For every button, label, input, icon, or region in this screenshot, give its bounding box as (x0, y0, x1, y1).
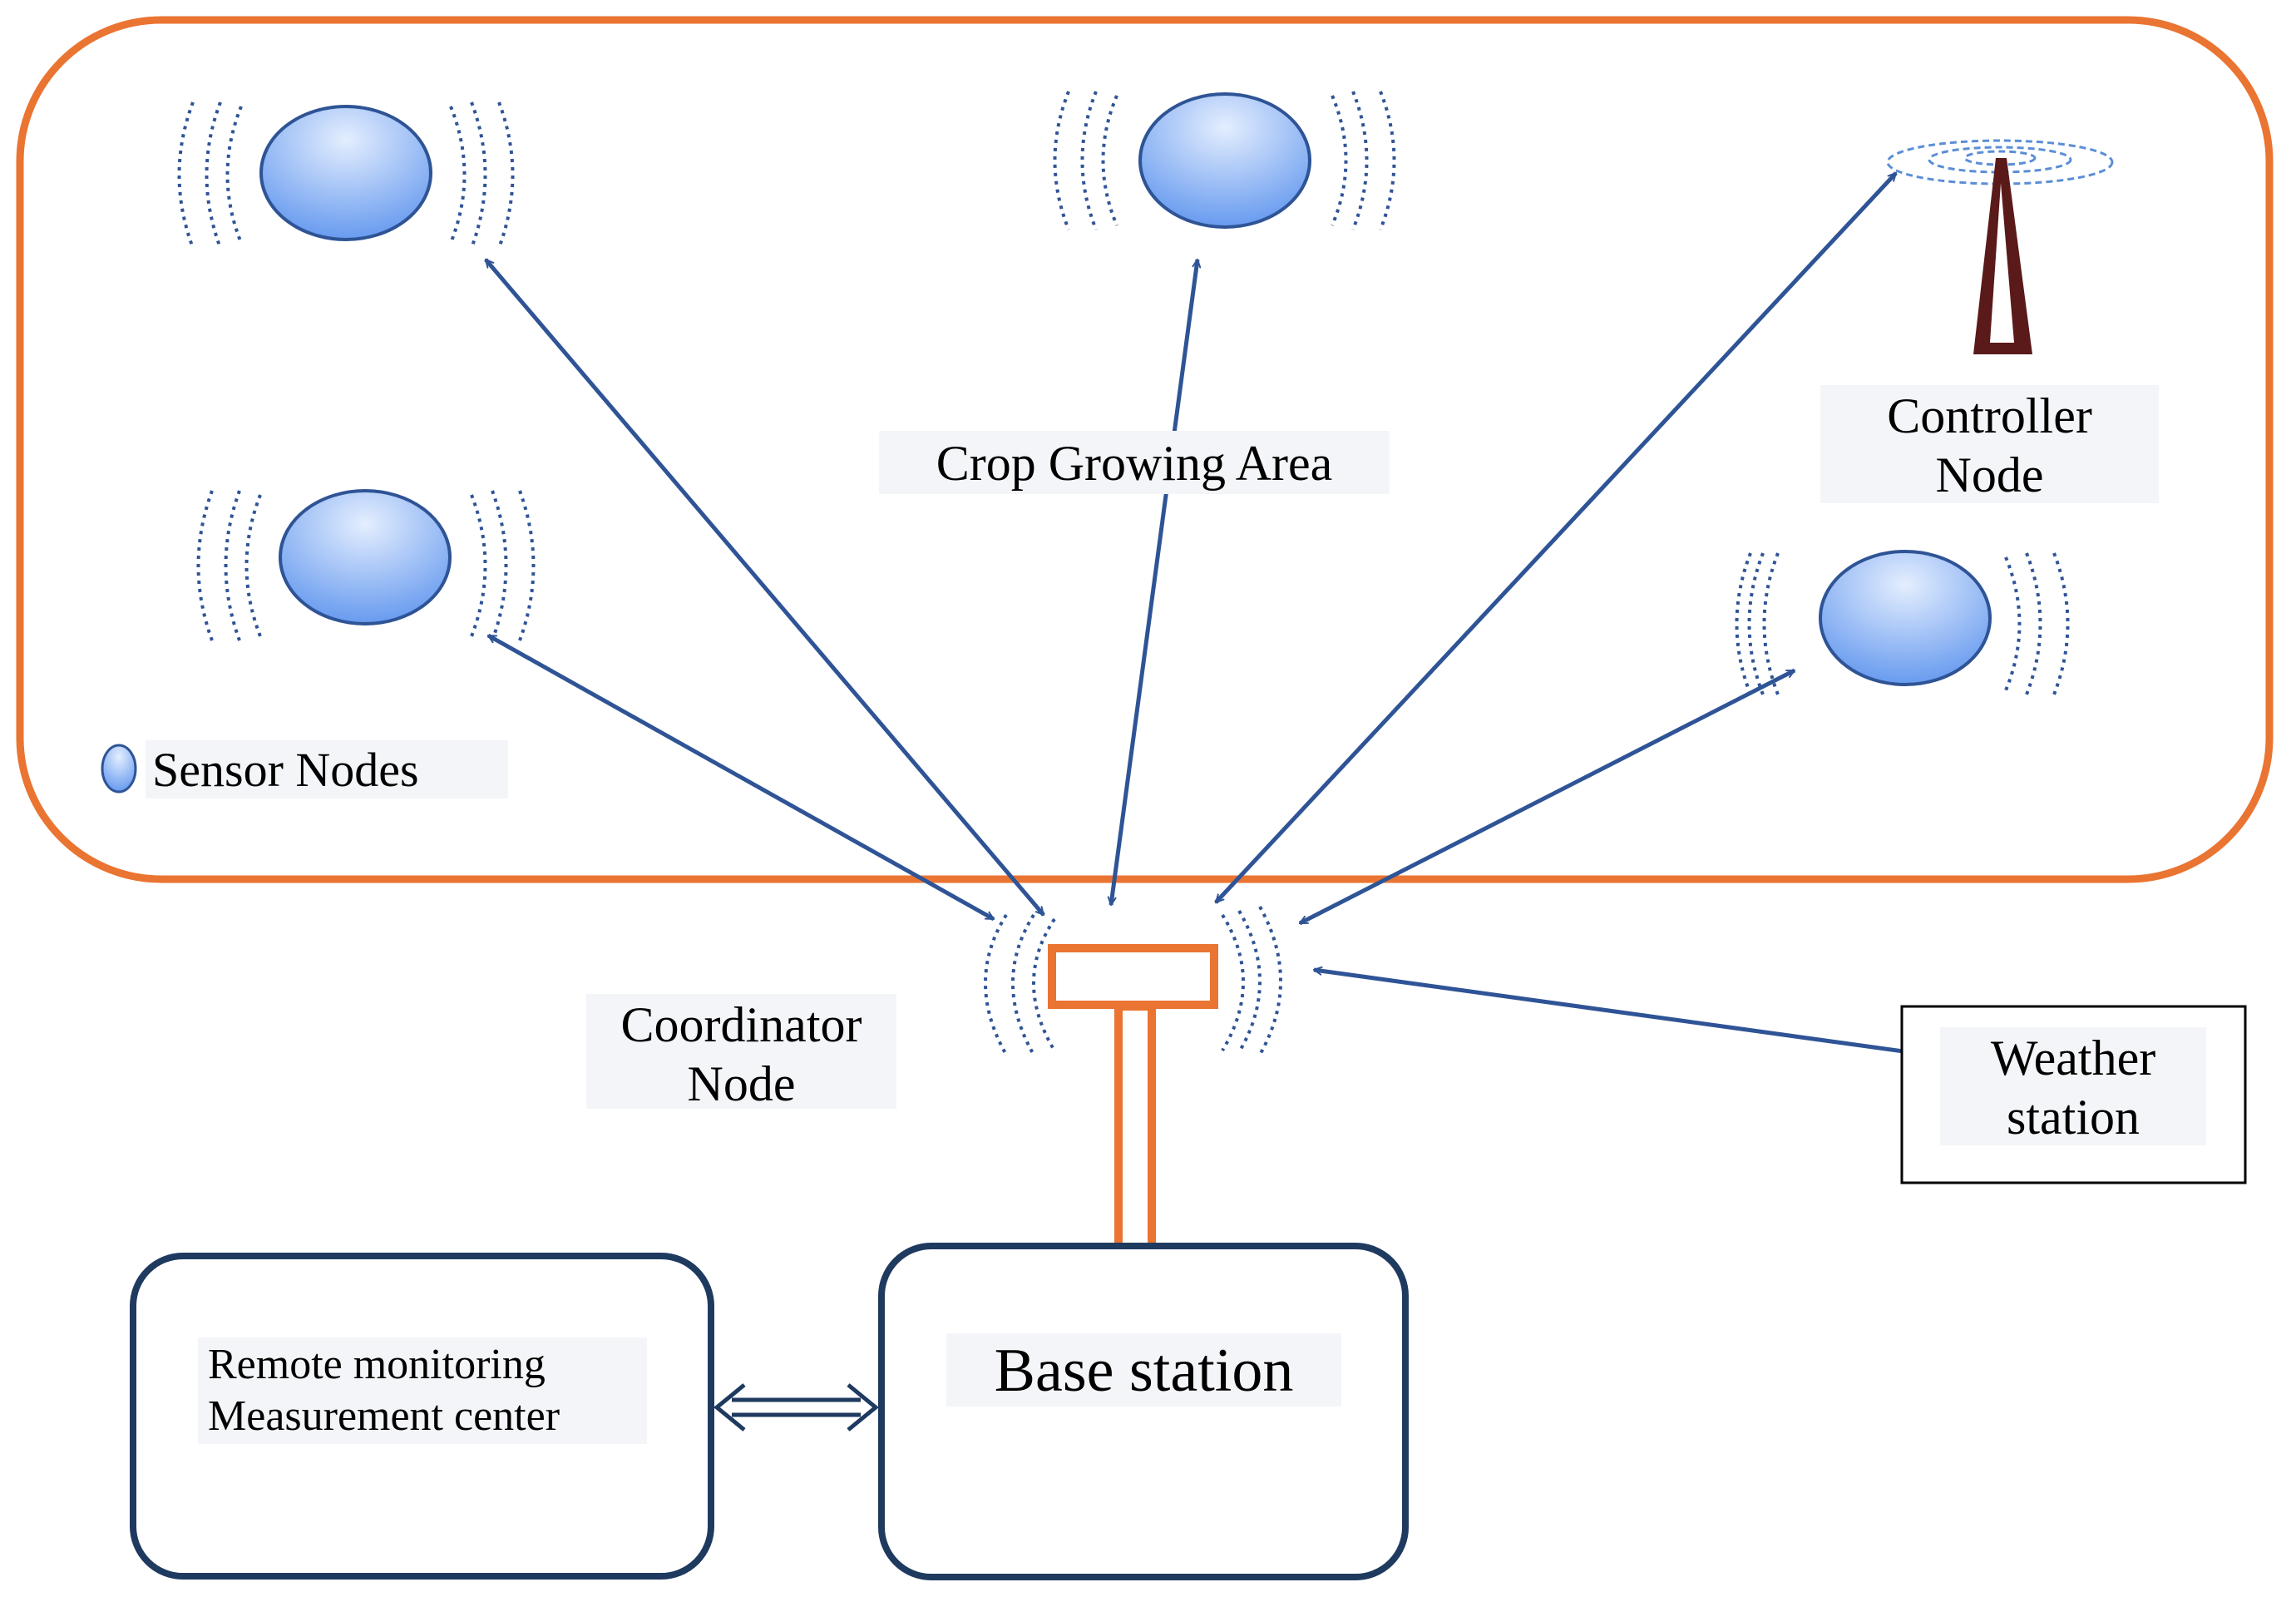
arrow-top-left-node (484, 260, 1045, 915)
sensor-node-icon (279, 489, 452, 625)
coordinator-node (984, 906, 1282, 1252)
arrow-mid-left-node (488, 633, 994, 922)
base-station-box (878, 1243, 1409, 1580)
sensor-nodes-legend-text: Sensor Nodes (152, 743, 419, 797)
sensor-legend-icon (101, 744, 137, 794)
controller-node-line2: Node (1935, 447, 2044, 502)
weather-station-line2: station (2007, 1089, 2140, 1145)
coordinator-node-line1: Coordinator (620, 997, 862, 1052)
sensor-node-top-center (1053, 91, 1396, 230)
controller-node-line1: Controller (1887, 388, 2092, 443)
base-station-label: Base station (946, 1333, 1341, 1407)
remote-monitoring-line2: Measurement center (208, 1392, 560, 1441)
link-remote-base (713, 1383, 879, 1431)
antenna-tower-icon (1973, 158, 2032, 354)
controller-node-label: Controller Node (1820, 385, 2159, 503)
remote-monitoring-line1: Remote monitoring (208, 1341, 546, 1388)
controller-node (1886, 139, 2114, 354)
weather-station-label: Weather station (1940, 1027, 2206, 1145)
coordinator-node-icon (1048, 944, 1218, 1009)
sensor-node-icon (1819, 550, 1992, 686)
coordinator-mast (1114, 1002, 1156, 1252)
sensor-node-icon (259, 105, 432, 241)
sensor-nodes-legend-label: Sensor Nodes (146, 740, 508, 798)
crop-growing-area-text: Crop Growing Area (936, 436, 1333, 491)
crop-growing-area-label: Crop Growing Area (879, 431, 1390, 494)
coordinator-node-line2: Node (687, 1056, 796, 1111)
arrow-weather-station (1314, 970, 1909, 1052)
coordinator-node-label: Coordinator Node (586, 994, 896, 1111)
sensor-node-icon (1138, 92, 1311, 229)
arrow-right-node (1300, 668, 1795, 926)
arrow-top-center-node (1111, 260, 1197, 905)
weather-station-line1: Weather (1990, 1031, 2156, 1085)
sensor-node-mid-left (196, 489, 536, 641)
base-station-text: Base station (994, 1337, 1294, 1405)
sensor-node-top-left (177, 101, 515, 249)
remote-monitoring-label: Remote monitoring Measurement center (198, 1337, 647, 1444)
communication-arrows (484, 171, 1909, 1052)
